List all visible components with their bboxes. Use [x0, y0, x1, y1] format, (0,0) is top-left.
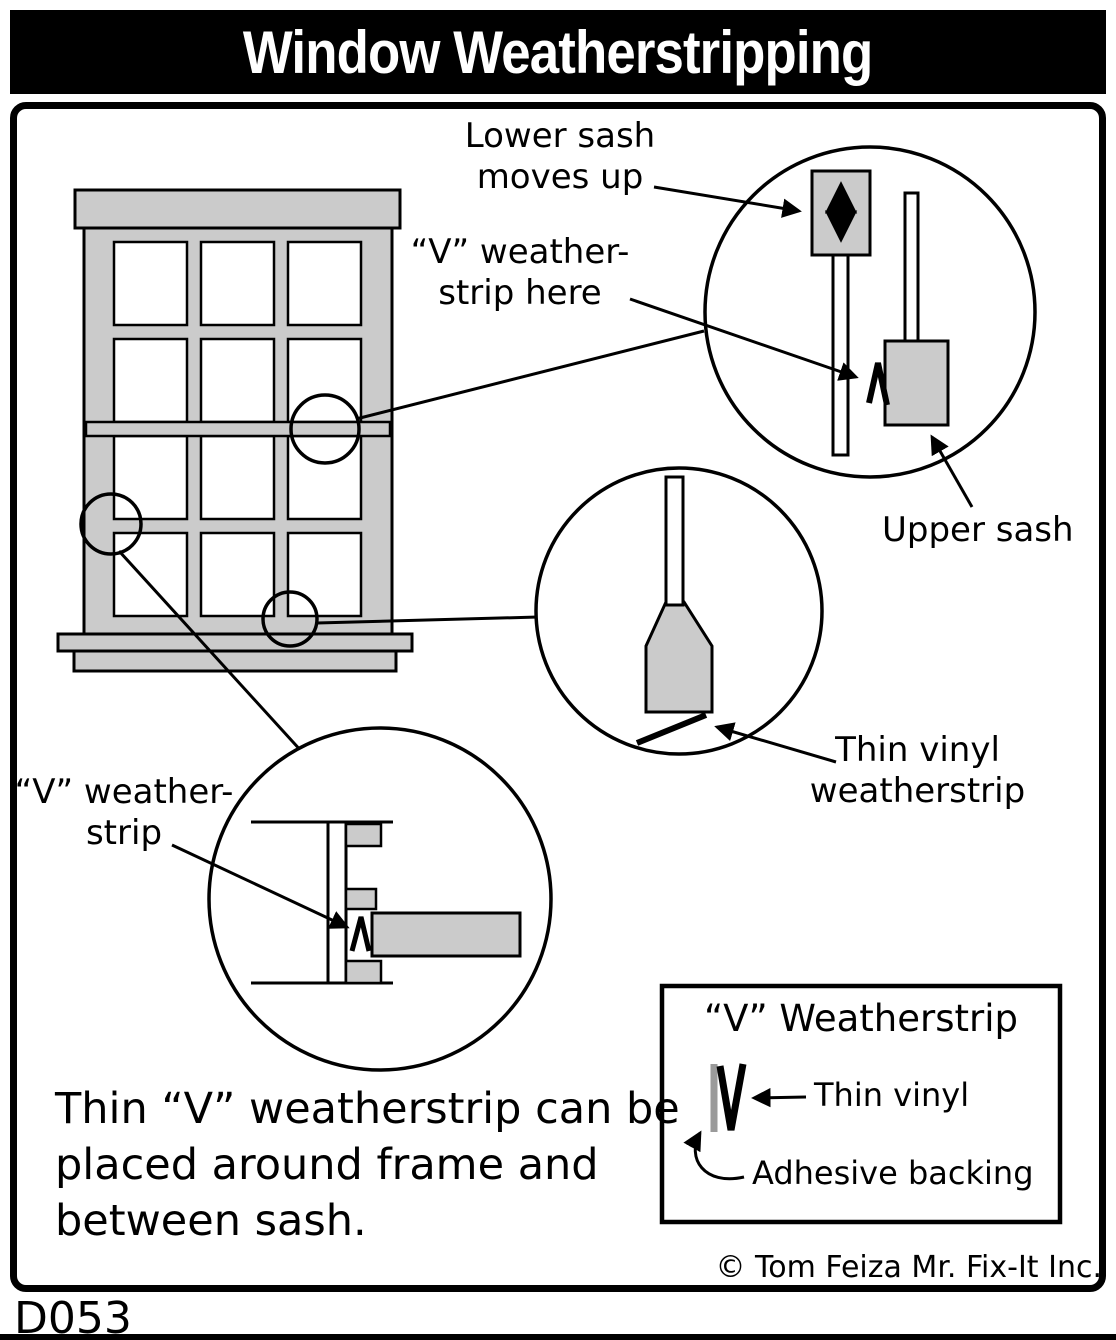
detail-circle-thin-vinyl: [534, 466, 824, 756]
title-bar: Window Weatherstripping: [10, 10, 1106, 94]
arrow-lower-sash: [653, 185, 802, 218]
window-head-board: [73, 188, 402, 230]
label-upper-sash: Upper sash: [882, 510, 1074, 550]
sash-stile-neck: [664, 475, 685, 607]
stop-block-mid: [344, 887, 378, 911]
legend-label-thin-vinyl: Thin vinyl: [814, 1076, 970, 1114]
arrow-v-strip: [171, 843, 350, 929]
legend-title: “V” Weatherstrip: [704, 997, 1018, 1040]
connector-meeting-rail: [355, 329, 705, 421]
diagram-code: D053: [14, 1293, 132, 1340]
connector-side-jamb: [117, 549, 305, 755]
detail-circle-frame-section: [207, 726, 553, 1072]
note-text: Thin “V” weatherstrip can be placed arou…: [55, 1084, 680, 1246]
thin-vinyl-strip-shape: [635, 712, 708, 746]
legend-label-adhesive: Adhesive backing: [752, 1154, 1034, 1192]
arrow-upper-sash: [930, 434, 974, 508]
legend-arrow-thin-vinyl: [751, 1087, 807, 1108]
window-illustration: [56, 188, 414, 673]
legend-v-glyph: [716, 1063, 747, 1131]
stop-block-bottom: [344, 959, 383, 985]
upper-sash-stile: [903, 191, 920, 343]
page-title: Window Weatherstripping: [243, 18, 873, 86]
window-marker-circles: [79, 393, 361, 648]
marker-circle-side-jamb: [79, 492, 143, 556]
connector-bottom-rail: [316, 615, 539, 625]
legend-box: [659, 983, 1063, 1225]
label-lower-sash: Lower sash moves up: [464, 116, 656, 198]
bottom-rule: [0, 1334, 1116, 1340]
marker-circle-bottom-rail: [261, 590, 319, 648]
meeting-rail: [84, 420, 392, 438]
callout-arrows: [171, 185, 974, 929]
label-v-strip: “V” weather- strip: [14, 772, 234, 854]
legend-arrow-adhesive: [683, 1130, 745, 1181]
copyright-text: © Tom Feiza Mr. Fix-It Inc.: [715, 1250, 1102, 1285]
label-v-strip-here: “V” weather- strip here: [410, 232, 630, 314]
window-sill: [56, 632, 414, 653]
v-weatherstrip-shape-upper: [866, 362, 890, 406]
sash-section-side: [370, 911, 522, 958]
connector-lines: [117, 329, 705, 755]
window-panes: [112, 240, 363, 618]
v-weatherstrip-shape-lower: [349, 916, 372, 952]
window-apron: [72, 649, 398, 673]
arrow-thin-vinyl: [714, 722, 837, 764]
arrow-v-strip-here: [629, 297, 859, 381]
upper-sash-section: [883, 339, 950, 427]
detail-circle-sash-meeting: [703, 145, 1037, 479]
jamb-bar: [326, 820, 348, 985]
stop-block-top: [344, 822, 383, 848]
lower-sash-stile: [831, 253, 850, 457]
marker-circle-meeting-rail: [289, 393, 361, 465]
label-thin-vinyl: Thin vinyl weatherstrip: [809, 730, 1026, 812]
